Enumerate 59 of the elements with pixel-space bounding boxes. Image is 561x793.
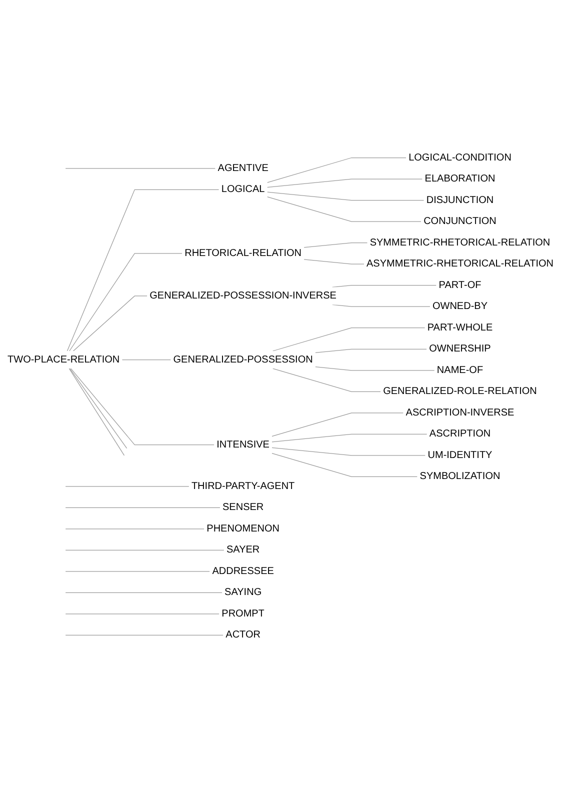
- connector-line: [122, 359, 172, 360]
- connector-line: [266, 157, 406, 183]
- connector-line: [65, 528, 204, 530]
- connector-line: [315, 348, 427, 353]
- node-text: ASCRIPTION-INVERSE: [406, 407, 514, 418]
- node-text: ELABORATION: [424, 173, 496, 184]
- connector-line: [70, 368, 214, 446]
- node-text: UM-IDENTITY: [428, 450, 492, 460]
- connector-line: [73, 296, 148, 352]
- connector-line: [65, 571, 210, 572]
- node-text: SYMBOLIZATION: [420, 471, 500, 482]
- connector-line: [304, 259, 364, 264]
- node-text: GENERALIZED-ROLE-RELATION: [383, 386, 537, 397]
- node-text: CONJUNCTION: [424, 216, 496, 227]
- node-text: PHENOMENON: [206, 523, 280, 534]
- connector-line: [266, 192, 424, 201]
- connector-line: [272, 412, 404, 437]
- connector-line: [65, 592, 222, 594]
- connector-line: [266, 178, 423, 188]
- node-text: SAYING: [224, 587, 262, 598]
- connector-line: [272, 447, 426, 456]
- node-text: GENERALIZED-POSSESSION: [173, 354, 313, 365]
- node-text: ACTOR: [226, 630, 260, 640]
- connector-line: [65, 507, 220, 508]
- node-text: SYMMETRIC-RHETORICAL-RELATION: [370, 237, 550, 248]
- connector-line: [272, 328, 426, 352]
- connector-line: [66, 189, 220, 352]
- connector-line: [272, 368, 381, 392]
- node-text: LOGICAL-CONDITION: [408, 152, 512, 163]
- node-text: NAME-OF: [436, 364, 484, 376]
- connector-line: [65, 634, 224, 636]
- node-text: ASYMMETRIC-RHETORICAL-RELATION: [366, 258, 554, 270]
- node-text: AGENTIVE: [218, 162, 268, 174]
- connector-line: [332, 285, 437, 288]
- connector-line: [272, 434, 428, 442]
- node-text: LOGICAL: [221, 184, 265, 195]
- connector-line: [65, 168, 216, 169]
- node-text: SENSER: [222, 502, 264, 513]
- node-text: GENERALIZED-POSSESSION-INVERSE: [150, 290, 336, 301]
- node-text: INTENSIVE: [216, 439, 270, 450]
- node-text: THIRD-PARTY-AGENT: [191, 480, 295, 492]
- node-text: PART-OF: [438, 280, 482, 290]
- node-text: ADDRESSEE: [212, 566, 274, 576]
- connector-line: [304, 242, 368, 248]
- node-text: PROMPT: [222, 608, 264, 619]
- node-text: ASCRIPTION: [429, 428, 491, 440]
- connector-line: [315, 366, 435, 371]
- node-text: PART-WHOLE: [427, 322, 493, 333]
- node-text: OWNERSHIP: [429, 344, 491, 354]
- connector-line: [69, 253, 182, 352]
- node-text: DISJUNCTION: [426, 194, 494, 206]
- connector-line: [266, 196, 422, 222]
- node-text: TWO-PLACE-RELATION: [8, 354, 120, 365]
- node-text: RHETORICAL-RELATION: [184, 248, 302, 258]
- connector-line: [332, 304, 430, 307]
- connector-line: [65, 486, 190, 487]
- connector-line: [272, 453, 418, 478]
- node-text: SAYER: [226, 544, 260, 556]
- node-text: OWNED-BY: [432, 300, 488, 312]
